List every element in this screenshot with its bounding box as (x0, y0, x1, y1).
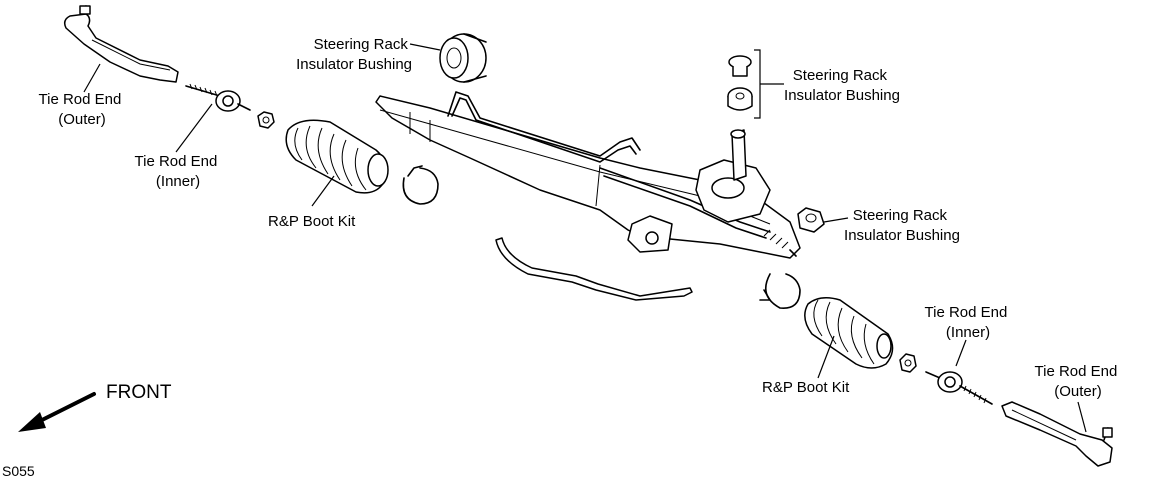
rp-boot-kit-right-part (804, 297, 894, 369)
label-rp-boot-kit-right: R&P Boot Kit (762, 379, 850, 396)
boot-clamp-left-part (402, 165, 439, 205)
lock-nut-left-part (257, 111, 275, 129)
tie-rod-end-outer-right-part (1001, 401, 1113, 467)
label-tie-rod-end-inner-left: Tie Rod End (Inner) (135, 153, 222, 190)
steering-rack-housing-part (375, 91, 801, 259)
label-steering-rack-insulator-bushing-right-mid: Steering Rack Insulator Bushing (844, 207, 960, 244)
front-label: FRONT (106, 382, 172, 403)
label-steering-rack-insulator-bushing-top: Steering Rack Insulator Bushing (296, 36, 412, 73)
label-steering-rack-insulator-bushing-right-top: Steering Rack Insulator Bushing (784, 67, 900, 104)
tie-rod-end-inner-right-part (925, 371, 993, 405)
insulator-bushing-top-part (439, 33, 487, 83)
label-tie-rod-end-outer-right: Tie Rod End (Outer) (1035, 363, 1122, 400)
lock-nut-right-part (899, 353, 917, 373)
return-hose-part (495, 237, 693, 301)
front-arrow-icon (18, 392, 96, 432)
leader-lines (83, 43, 1087, 433)
label-tie-rod-end-inner-right: Tie Rod End (Inner) (925, 304, 1012, 341)
rp-boot-kit-left-part (285, 119, 389, 194)
tie-rod-end-inner-left-part (185, 83, 251, 112)
figure-code: S055 (2, 463, 35, 479)
boot-clamp-right-part (759, 273, 801, 309)
insulator-bushing-right-mid-part (797, 207, 825, 233)
label-rp-boot-kit-left: R&P Boot Kit (268, 213, 356, 230)
tie-rod-end-outer-left-part (63, 5, 179, 83)
label-tie-rod-end-outer-left: Tie Rod End (Outer) (39, 91, 126, 128)
insulator-bushing-right-top-part (727, 49, 784, 119)
